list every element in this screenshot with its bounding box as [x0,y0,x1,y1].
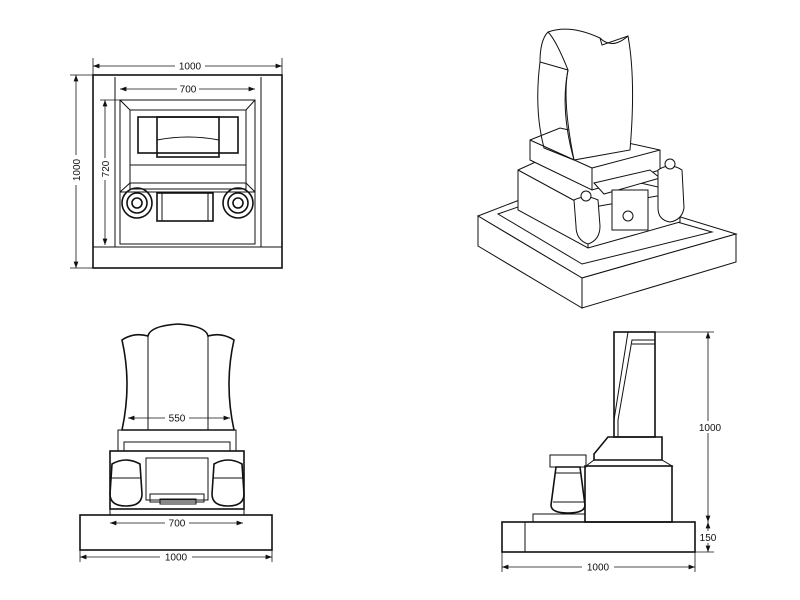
dim-top-inner-depth-720: 720 [101,160,112,177]
dim-front-base-1000: 1000 [165,553,188,564]
dim-side-depth-1000: 1000 [587,563,610,574]
dim-side-height-1000: 1000 [699,423,722,434]
vase-holder-right-icon [222,187,254,219]
dim-front-tablet-550: 550 [169,414,186,425]
dim-front-inner-700: 700 [169,519,186,530]
vase-holder-left-icon [121,187,153,219]
front-view: 550 700 1000 [79,323,273,564]
isometric-view [476,28,738,309]
side-view: 1000 150 1000 [501,331,724,574]
dim-top-width-1000: 1000 [179,62,202,73]
dim-top-inner-width-700: 700 [180,85,197,96]
dim-top-depth-1000: 1000 [72,158,83,181]
dim-side-base-150: 150 [700,533,717,544]
top-view: 1000 1000 700 720 [70,58,283,269]
